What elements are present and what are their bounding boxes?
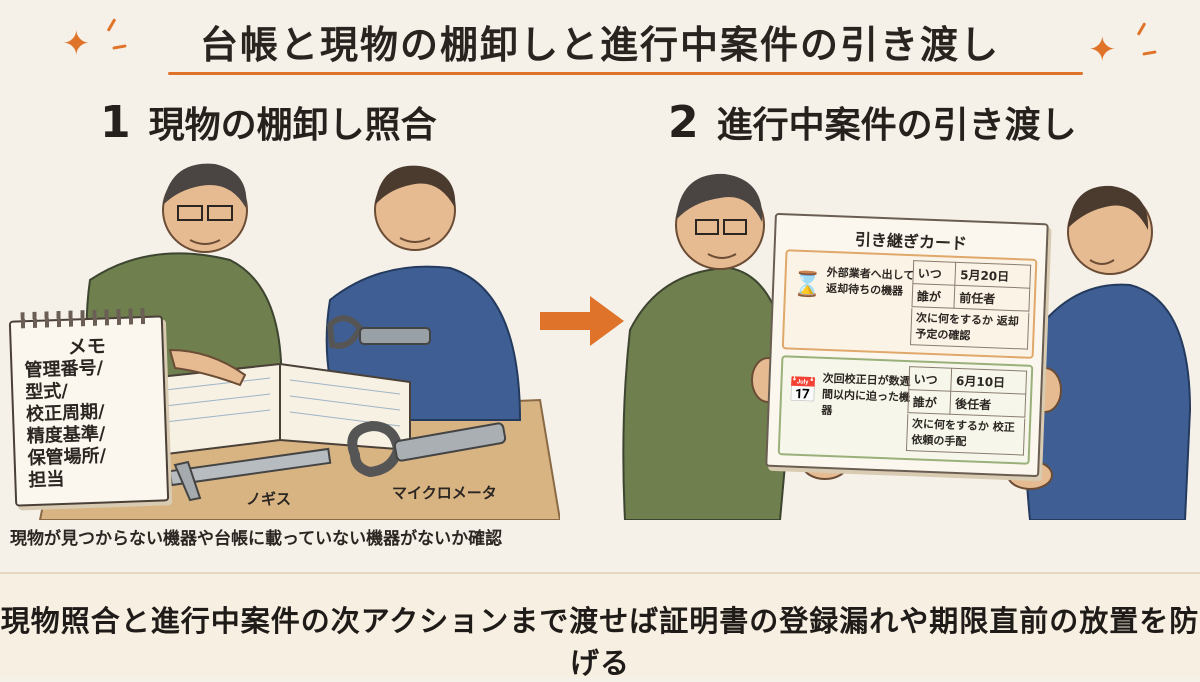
memo-item: 校正周期/ bbox=[25, 401, 105, 426]
section2-number: 2 bbox=[668, 97, 699, 148]
memo-list: 管理番号/ 型式/ 校正周期/ 精度基準/ 保管場所/ 担当 bbox=[24, 357, 107, 492]
item-table: いつ 5月20日 誰が 前任者 bbox=[911, 260, 1031, 312]
memo-item: 精度基準/ bbox=[26, 423, 106, 448]
memo-item: 型式/ bbox=[24, 380, 69, 404]
sparkle-icon: ✦ bbox=[62, 24, 91, 64]
title-underline bbox=[168, 72, 1083, 75]
when-value: 5月20日 bbox=[955, 262, 1031, 289]
section1-number: 1 bbox=[100, 97, 131, 148]
section2-title: 進行中案件の引き渡し bbox=[716, 105, 1077, 146]
who-value: 後任者 bbox=[950, 391, 1026, 418]
title-area: 台帳と現物の棚卸しと進行中案件の引き渡し bbox=[0, 14, 1200, 69]
caliper-label: ノギス bbox=[246, 490, 292, 508]
memo-pad: メモ 管理番号/ 型式/ 校正周期/ 精度基準/ 保管場所/ 担当 bbox=[8, 307, 170, 507]
item-description: 次回校正日が数週間以内に迫った機器 bbox=[821, 371, 911, 418]
sparkle-icon: ✦ bbox=[1088, 30, 1117, 70]
who-value: 前任者 bbox=[954, 285, 1030, 312]
page-title: 台帳と現物の棚卸しと進行中案件の引き渡し bbox=[199, 23, 1000, 67]
section1-title: 現物の棚卸し照合 bbox=[148, 105, 437, 146]
section2-heading: 2 進行中案件の引き渡し bbox=[668, 96, 1077, 148]
next-action: 次に何をするか 校正依頼の手配 bbox=[905, 414, 1026, 456]
calendar-bell-icon: 📅 bbox=[787, 375, 819, 405]
footer-message: 現物照合と進行中案件の次アクションまで渡せば証明書の登録漏れや期限直前の放置を防… bbox=[0, 604, 1200, 680]
memo-item: 保管場所/ bbox=[27, 445, 107, 470]
next-action: 次に何をするか 返却予定の確認 bbox=[909, 308, 1030, 350]
memo-item: 担当 bbox=[28, 468, 65, 492]
memo-item: 管理番号/ bbox=[24, 357, 104, 382]
handover-item: ⌛ 外部業者へ出して返却待ちの機器 いつ 5月20日 誰が 前任者 次に何をする… bbox=[781, 249, 1038, 359]
when-label: いつ bbox=[908, 366, 953, 392]
who-label: 誰が bbox=[907, 389, 952, 415]
handover-item: 📅 次回校正日が数週間以内に迫った機器 いつ 6月10日 誰が 後任者 次に何を… bbox=[777, 355, 1034, 465]
when-label: いつ bbox=[912, 260, 957, 286]
who-label: 誰が bbox=[911, 283, 956, 309]
hourglass-icon: ⌛ bbox=[791, 269, 823, 299]
arrow-right-icon bbox=[540, 296, 624, 346]
when-value: 6月10日 bbox=[951, 368, 1027, 395]
handover-card: 引き継ぎカード ⌛ 外部業者へ出して返却待ちの機器 いつ 5月20日 誰が 前任… bbox=[765, 212, 1049, 478]
section1-heading: 1 現物の棚卸し照合 bbox=[100, 96, 437, 148]
memo-title: メモ bbox=[67, 335, 107, 359]
micrometer-label: マイクロメータ bbox=[392, 484, 497, 502]
item-table: いつ 6月10日 誰が 後任者 bbox=[907, 366, 1027, 418]
memo-rings bbox=[20, 307, 151, 329]
inventory-check-illustration bbox=[38, 163, 560, 520]
footer-band bbox=[0, 572, 1200, 677]
handover-illustration bbox=[622, 173, 1192, 520]
item-description: 外部業者へ出して返却待ちの機器 bbox=[825, 265, 915, 298]
section1-caption: 現物が見つからない機器や台帳に載っていない機器がないか確認 bbox=[10, 529, 503, 549]
